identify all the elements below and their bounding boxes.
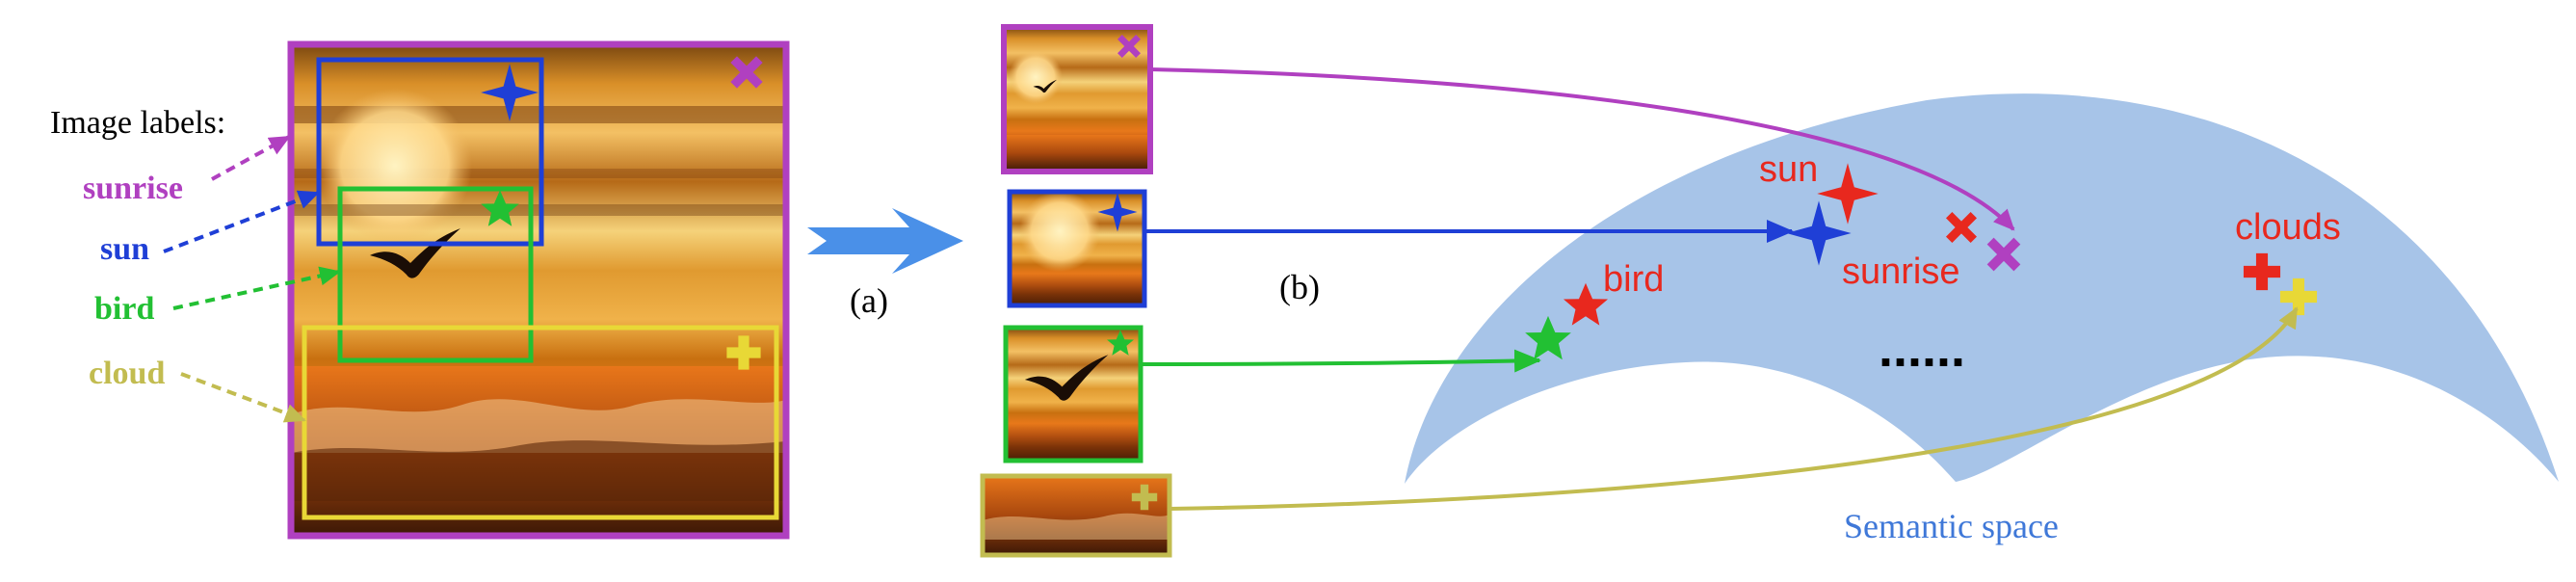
concept-bird-label: bird <box>1603 259 1664 300</box>
crop-cloud <box>980 473 1172 558</box>
sunrise-mapping-arrow <box>1149 67 2015 231</box>
sun-dashed-arrow <box>163 190 320 253</box>
semantic-space-region <box>1405 93 2559 484</box>
legend-label-cloud: cloud <box>89 356 165 391</box>
step-a-arrow <box>807 208 963 274</box>
sunrise-image-frame <box>287 40 790 540</box>
bird-mapping-arrow <box>1140 349 1541 373</box>
legend-label-sunrise: sunrise <box>83 171 183 206</box>
step-b-label: (b) <box>1279 268 1320 306</box>
sun-disc <box>318 89 472 243</box>
legend-label-bird: bird <box>94 291 154 327</box>
crop-sunrise <box>1001 24 1153 174</box>
crop-sun <box>1007 189 1147 308</box>
sunrise-dashed-arrow <box>211 135 291 181</box>
source-image <box>291 44 786 536</box>
sun-box <box>316 57 544 247</box>
legend-heading: Image labels: <box>50 105 225 141</box>
ellipsis: ...... <box>1879 320 1965 378</box>
legend-label-sun: sun <box>100 231 149 267</box>
step-a-label: (a) <box>850 281 888 320</box>
cloud-dashed-arrow <box>180 372 306 423</box>
semantic-space-caption: Semantic space <box>1844 507 2059 545</box>
crop-bird <box>1003 325 1143 463</box>
concept-sunrise-label: sunrise <box>1842 251 1960 292</box>
bird-dashed-arrow <box>172 266 341 310</box>
cloud-mapping-arrow <box>1169 306 2299 511</box>
concept-sun-label: sun <box>1759 149 1818 190</box>
concept-clouds-label: clouds <box>2235 207 2341 248</box>
cloud-box <box>302 325 779 520</box>
